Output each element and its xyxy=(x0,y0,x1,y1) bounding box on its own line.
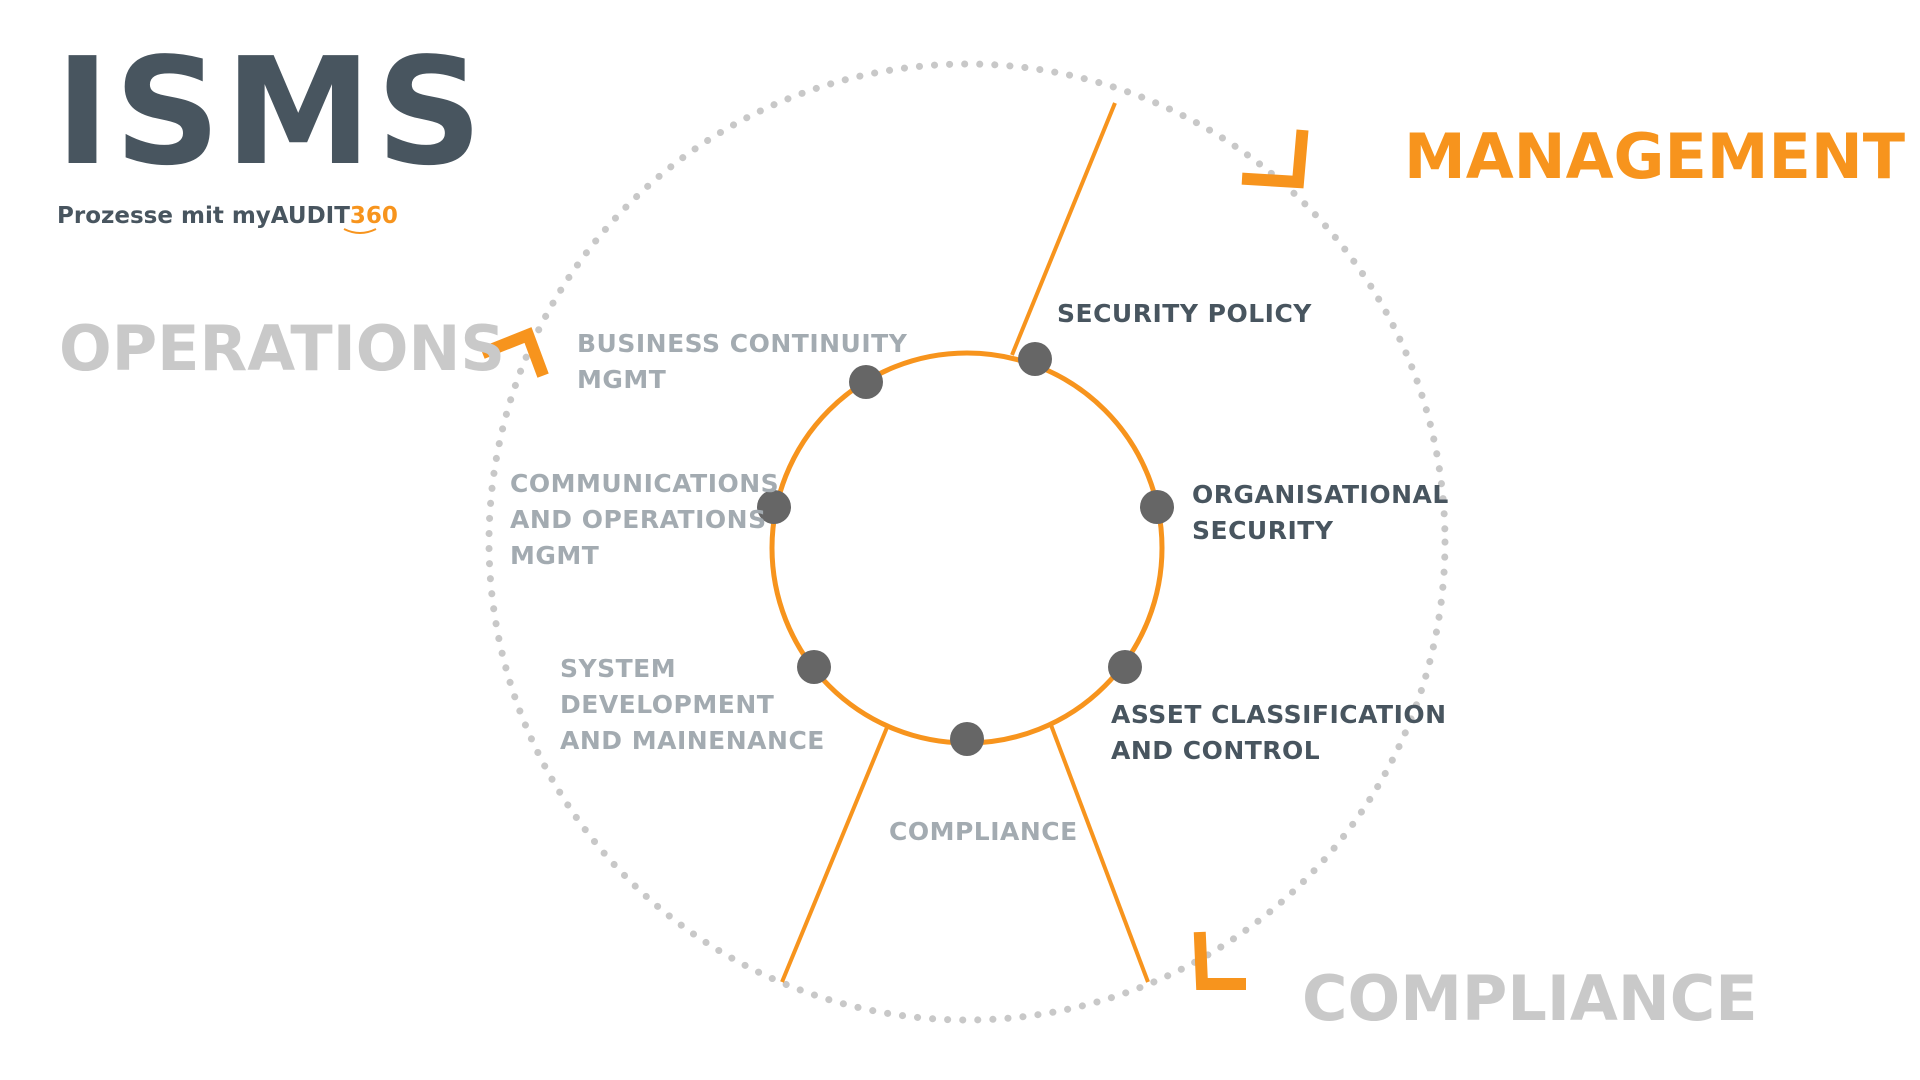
subtitle-number: 360 xyxy=(349,203,398,229)
label-business-continuity: BUSINESS CONTINUITY MGMT xyxy=(577,326,907,398)
label-line: DEVELOPMENT xyxy=(560,690,775,719)
node-security-policy xyxy=(1018,342,1052,376)
inner-ring xyxy=(769,350,1165,746)
logo-swoosh-icon xyxy=(343,228,377,234)
label-line: AND OPERATIONS xyxy=(510,505,767,534)
logo-subtitle: Prozesse mit myAUDIT360 xyxy=(57,203,398,234)
label-asset-classification: ASSET CLASSIFICATION AND CONTROL xyxy=(1111,697,1447,769)
arrow-management-icon xyxy=(1241,129,1309,189)
node-communications-operations xyxy=(757,490,791,524)
node-system-development xyxy=(797,650,831,684)
node-asset-classification xyxy=(1108,650,1142,684)
label-line: COMMUNICATIONS xyxy=(510,469,780,498)
label-line: ASSET CLASSIFICATION xyxy=(1111,700,1447,729)
label-line: COMPLIANCE xyxy=(889,817,1078,846)
label-line: BUSINESS CONTINUITY xyxy=(577,329,908,358)
outer-dotted-ring xyxy=(485,60,1449,1024)
node-organisational-security xyxy=(1140,490,1174,524)
node-compliance xyxy=(950,722,984,756)
label-communications-operations: COMMUNICATIONS AND OPERATIONS MGMT xyxy=(510,466,779,574)
label-system-development: SYSTEM DEVELOPMENT AND MAINENANCE xyxy=(560,651,825,759)
section-operations: OPERATIONS xyxy=(59,312,506,385)
section-management: MANAGEMENT xyxy=(1404,120,1906,193)
label-line: AND MAINENANCE xyxy=(560,726,825,755)
label-line: SECURITY POLICY xyxy=(1057,299,1312,328)
label-organisational-security: ORGANISATIONAL SECURITY xyxy=(1192,477,1449,549)
node-business-continuity xyxy=(849,365,883,399)
label-line: MGMT xyxy=(510,541,600,570)
label-line: SYSTEM xyxy=(560,654,677,683)
spoke-management xyxy=(1010,102,1117,356)
subtitle-brand: AUDIT xyxy=(270,203,350,229)
page-title: ISMS xyxy=(55,26,487,198)
label-compliance: COMPLIANCE xyxy=(889,814,1078,850)
label-line: SECURITY xyxy=(1192,516,1334,545)
label-line: AND CONTROL xyxy=(1111,736,1321,765)
label-line: MGMT xyxy=(577,365,667,394)
label-security-policy: SECURITY POLICY xyxy=(1057,296,1312,332)
spoke-compliance xyxy=(1049,724,1150,983)
section-compliance: COMPLIANCE xyxy=(1302,962,1758,1035)
arrow-compliance-icon xyxy=(1193,931,1246,990)
label-line: ORGANISATIONAL xyxy=(1192,480,1449,509)
subtitle-prefix: Prozesse mit my xyxy=(57,203,271,229)
arrow-operations-icon xyxy=(480,327,549,378)
spoke-operations xyxy=(780,724,890,983)
